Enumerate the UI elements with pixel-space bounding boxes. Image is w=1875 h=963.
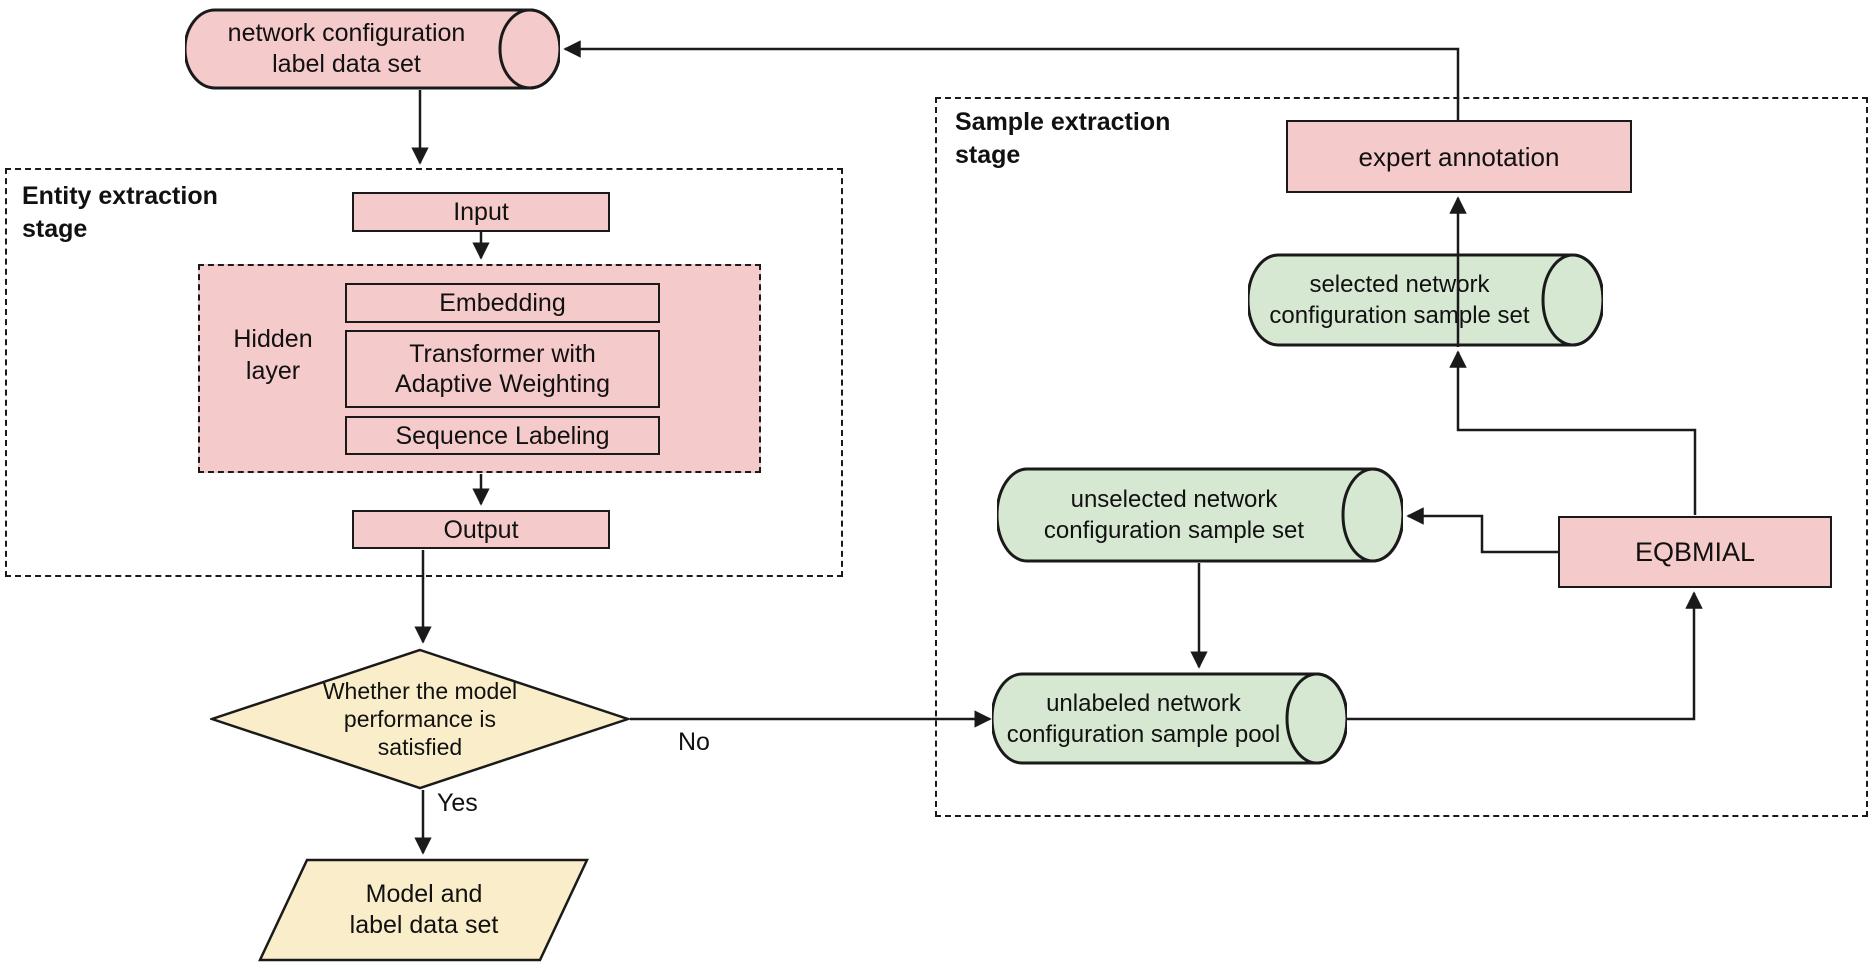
node-label: Sequence Labeling <box>395 421 610 450</box>
cylinder-shape <box>185 8 560 90</box>
node-decision: Whether the model performance is satisfi… <box>210 648 630 790</box>
node-expert-annotation: expert annotation <box>1286 120 1632 193</box>
node-network-config-label-dataset: network configuration label data set <box>185 8 560 90</box>
sample-extraction-stage-label: Sample extraction stage <box>955 108 1171 169</box>
node-label: EQBMIAL <box>1634 537 1756 567</box>
node-label: selected network configuration sample se… <box>1269 271 1530 329</box>
node-model-and-label-dataset: Model and label data set <box>258 858 590 962</box>
parallelogram-shape <box>258 858 589 962</box>
node-label: network configuration label data set <box>227 19 466 78</box>
node-label: unselected network configuration sample … <box>1043 486 1305 544</box>
node-transformer: Transformer with Adaptive Weighting <box>345 330 660 408</box>
node-selected-sample-set: selected network configuration sample se… <box>1248 253 1603 347</box>
node-label: Model and label data set <box>349 880 499 939</box>
node-output: Output <box>352 510 610 549</box>
node-unselected-sample-set: unselected network configuration sample … <box>997 467 1403 563</box>
node-label: Whether the model performance is satisfi… <box>322 678 518 760</box>
node-label: Output <box>443 515 519 544</box>
node-label: unlabeled network configuration sample p… <box>1006 689 1281 748</box>
node-label: Input <box>453 198 509 226</box>
node-unlabeled-sample-pool: unlabeled network configuration sample p… <box>992 672 1347 765</box>
node-embedding: Embedding <box>345 283 660 323</box>
node-input: Input <box>352 192 610 232</box>
hidden-layer-label: Hidden layer <box>233 325 313 385</box>
node-label: expert annotation <box>1358 141 1560 172</box>
diamond-shape <box>210 648 630 790</box>
node-label: Transformer with Adaptive Weighting <box>395 340 610 398</box>
node-sequence-labeling: Sequence Labeling <box>345 416 660 455</box>
cylinder-shape <box>1248 253 1603 347</box>
edge-label-no: No <box>678 728 710 756</box>
edge-label-yes: Yes <box>437 789 478 817</box>
cylinder-shape <box>997 467 1403 563</box>
cylinder-shape <box>992 672 1347 765</box>
node-label: Embedding <box>439 289 566 317</box>
node-eqbmial: EQBMIAL <box>1558 516 1832 588</box>
entity-extraction-stage-label: Entity extraction stage <box>22 182 218 243</box>
